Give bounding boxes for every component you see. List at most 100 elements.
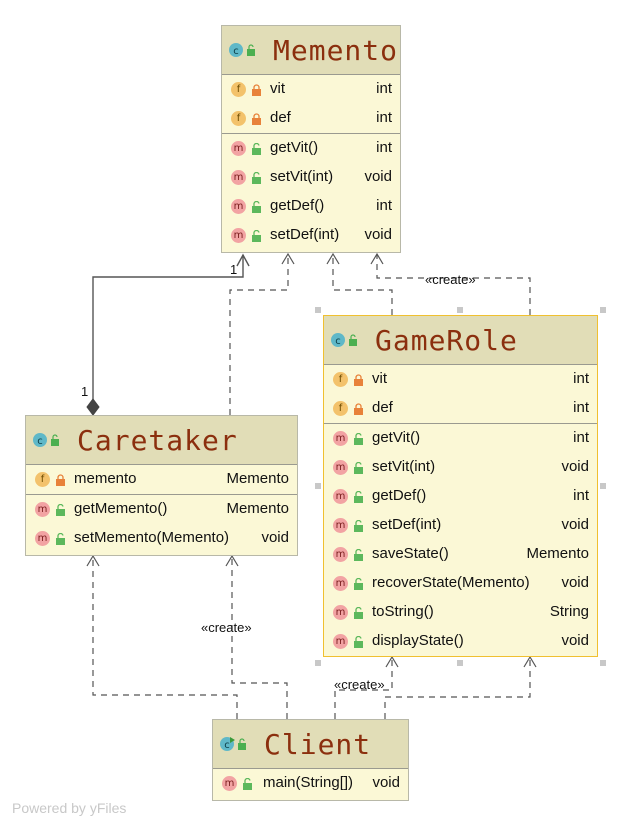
method-row[interactable]: m getMemento() Memento: [26, 495, 297, 524]
create-edge-client-caretaker: [225, 554, 288, 719]
field-type: int: [376, 109, 392, 126]
dependency-edge-client-gamerole: [384, 655, 537, 719]
method-icon: m: [231, 141, 246, 156]
public-lock-icon: [353, 432, 364, 445]
class-icon: c: [32, 432, 62, 453]
class-icon: c: [219, 736, 249, 757]
watermark: Powered by yFiles: [12, 800, 127, 816]
method-icon: m: [333, 518, 348, 533]
method-name: main(String[]): [263, 774, 354, 791]
method-icon: m: [35, 502, 50, 517]
method-row[interactable]: m setDef(int) void: [324, 511, 597, 540]
method-row[interactable]: m setVit(int) void: [222, 163, 400, 192]
method-icon: m: [231, 199, 246, 214]
field-row[interactable]: f def int: [324, 394, 597, 423]
method-name: getVit(): [270, 139, 319, 156]
method-name: displayState(): [372, 632, 464, 649]
method-name: setVit(int): [372, 458, 436, 475]
method-name: getVit(): [372, 429, 421, 446]
method-row[interactable]: m recoverState(Memento) void: [324, 569, 597, 598]
method-name: recoverState(Memento): [372, 574, 530, 591]
svg-text:c: c: [335, 336, 341, 347]
method-icon: m: [231, 228, 246, 243]
field-type: int: [573, 399, 589, 416]
fields-section: f vit int f def int: [324, 365, 597, 424]
method-type: void: [561, 574, 589, 591]
method-row[interactable]: m toString() String: [324, 598, 597, 627]
class-header[interactable]: c Memento: [222, 26, 400, 75]
method-row[interactable]: m getDef() int: [324, 482, 597, 511]
method-name: saveState(): [372, 545, 449, 562]
field-name: vit: [270, 80, 285, 97]
field-row[interactable]: f vit int: [222, 75, 400, 104]
method-row[interactable]: m displayState() void: [324, 627, 597, 656]
method-name: getDef(): [372, 487, 427, 504]
field-row[interactable]: f def int: [222, 104, 400, 133]
method-type: void: [261, 529, 289, 546]
private-lock-icon: [251, 112, 262, 125]
method-name: setVit(int): [270, 168, 334, 185]
create-label-client-caretaker: «create»: [201, 620, 252, 635]
class-gamerole[interactable]: c GameRole f vit int f def int m getVit(…: [323, 315, 598, 657]
public-lock-icon: [55, 532, 66, 545]
public-lock-icon: [353, 635, 364, 648]
method-row[interactable]: m setVit(int) void: [324, 453, 597, 482]
resize-handle-ne[interactable]: [600, 307, 606, 313]
method-row[interactable]: m setDef(int) void: [222, 221, 400, 250]
class-memento[interactable]: c Memento f vit int f def int m getVit()…: [221, 25, 401, 253]
create-label-client-gamerole: «create»: [334, 677, 385, 692]
resize-handle-e[interactable]: [600, 483, 606, 489]
methods-section: m getMemento() Memento m setMemento(Meme…: [26, 495, 297, 553]
field-row[interactable]: f memento Memento: [26, 465, 297, 494]
class-icon: c: [228, 42, 258, 63]
resize-handle-se[interactable]: [600, 660, 606, 666]
method-name: setDef(int): [372, 516, 442, 533]
method-type: Memento: [526, 545, 589, 562]
method-icon: m: [35, 531, 50, 546]
method-row[interactable]: m getDef() int: [222, 192, 400, 221]
fields-section: f vit int f def int: [222, 75, 400, 134]
field-icon: f: [333, 401, 348, 416]
methods-section: m getVit() int m setVit(int) void m getD…: [222, 134, 400, 250]
class-header[interactable]: c GameRole: [324, 316, 597, 365]
method-name: getMemento(): [74, 500, 168, 517]
class-header[interactable]: c Caretaker: [26, 416, 297, 465]
public-lock-icon: [353, 606, 364, 619]
method-type: String: [549, 603, 589, 620]
method-icon: m: [333, 605, 348, 620]
create-label-gamerole-memento: «create»: [425, 272, 476, 287]
resize-handle-n[interactable]: [457, 307, 463, 313]
methods-section: m getVit() int m setVit(int) void m getD…: [324, 424, 597, 656]
public-lock-icon: [353, 461, 364, 474]
method-name: setMemento(Memento): [74, 529, 230, 546]
field-row[interactable]: f vit int: [324, 365, 597, 394]
resize-handle-s[interactable]: [457, 660, 463, 666]
resize-handle-w[interactable]: [315, 483, 321, 489]
class-header[interactable]: c Client: [213, 720, 408, 769]
method-type: int: [573, 487, 589, 504]
private-lock-icon: [353, 373, 364, 386]
resize-handle-nw[interactable]: [315, 307, 321, 313]
methods-section: m main(String[]) void: [213, 769, 408, 798]
create-edge-client-gamerole: [334, 655, 399, 719]
class-caretaker[interactable]: c Caretaker f memento Memento m getMemen…: [25, 415, 298, 556]
svg-text:c: c: [224, 740, 230, 751]
class-icon: c: [330, 332, 360, 353]
multiplicity-memento-end: 1: [230, 262, 238, 277]
method-name: getDef(): [270, 197, 325, 214]
method-icon: m: [333, 576, 348, 591]
field-icon: f: [35, 472, 50, 487]
method-icon: m: [222, 776, 237, 791]
resize-handle-sw[interactable]: [315, 660, 321, 666]
class-client[interactable]: c Client m main(String[]) void: [212, 719, 409, 801]
method-name: setDef(int): [270, 226, 340, 243]
method-row[interactable]: m main(String[]) void: [213, 769, 408, 798]
public-lock-icon: [242, 777, 253, 790]
method-row[interactable]: m saveState() Memento: [324, 540, 597, 569]
method-type: int: [376, 197, 392, 214]
field-icon: f: [231, 82, 246, 97]
method-row[interactable]: m getVit() int: [222, 134, 400, 163]
method-row[interactable]: m setMemento(Memento) void: [26, 524, 297, 553]
method-row[interactable]: m getVit() int: [324, 424, 597, 453]
private-lock-icon: [251, 83, 262, 96]
